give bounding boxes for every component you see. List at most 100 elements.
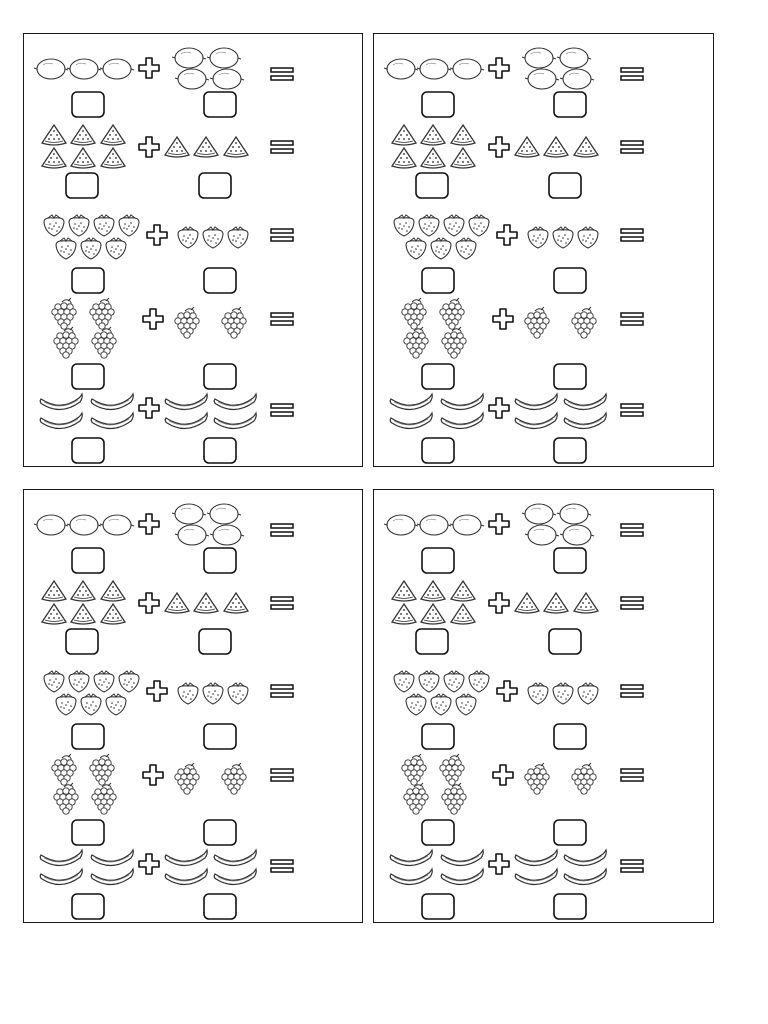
right-fruit-group bbox=[514, 848, 607, 886]
banana-icon bbox=[514, 411, 558, 430]
right-answer-box[interactable] bbox=[203, 547, 237, 574]
left-answer-box[interactable] bbox=[421, 91, 455, 118]
left-answer-box[interactable] bbox=[71, 893, 105, 920]
right-answer-box[interactable] bbox=[203, 363, 237, 390]
plus-icon bbox=[138, 592, 160, 614]
right-answer-box[interactable] bbox=[553, 267, 587, 294]
left-fruit-group bbox=[43, 670, 140, 716]
strawberry-icon bbox=[227, 682, 249, 705]
left-answer-box[interactable] bbox=[71, 363, 105, 390]
right-fruit-group bbox=[177, 226, 249, 249]
left-answer-box[interactable] bbox=[415, 172, 449, 199]
left-fruit-group bbox=[390, 579, 477, 625]
watermelon-slice-icon bbox=[449, 579, 477, 602]
equation-row-grapes bbox=[401, 297, 644, 390]
watermelon-slice-icon bbox=[419, 579, 447, 602]
banana-icon bbox=[39, 867, 83, 886]
strawberry-icon bbox=[527, 682, 549, 705]
equals-icon bbox=[620, 768, 644, 782]
watermelon-slice-icon bbox=[69, 123, 97, 146]
equation-row-strawberry bbox=[393, 670, 644, 750]
left-answer-box[interactable] bbox=[421, 893, 455, 920]
left-answer-box[interactable] bbox=[421, 363, 455, 390]
right-answer-box[interactable] bbox=[203, 723, 237, 750]
left-answer-box[interactable] bbox=[71, 91, 105, 118]
right-answer-box[interactable] bbox=[203, 893, 237, 920]
right-answer-box[interactable] bbox=[203, 437, 237, 464]
plus-icon bbox=[138, 513, 160, 535]
right-answer-box[interactable] bbox=[553, 893, 587, 920]
right-fruit-group bbox=[171, 503, 245, 546]
left-answer-box[interactable] bbox=[415, 628, 449, 655]
watermelon-slice-icon bbox=[222, 591, 250, 614]
strawberry-icon bbox=[443, 670, 465, 693]
plus-icon bbox=[146, 680, 168, 702]
plus-icon bbox=[492, 308, 514, 330]
right-fruit-group bbox=[164, 848, 257, 886]
left-answer-box[interactable] bbox=[71, 723, 105, 750]
left-fruit-group bbox=[40, 579, 127, 625]
left-answer-box[interactable] bbox=[71, 267, 105, 294]
left-answer-box[interactable] bbox=[421, 437, 455, 464]
right-answer-box[interactable] bbox=[553, 547, 587, 574]
right-answer-box[interactable] bbox=[203, 267, 237, 294]
plus-icon bbox=[142, 308, 164, 330]
right-answer-box[interactable] bbox=[203, 819, 237, 846]
grapes-icon bbox=[401, 297, 427, 330]
right-answer-box[interactable] bbox=[553, 437, 587, 464]
left-answer-box[interactable] bbox=[421, 723, 455, 750]
banana-icon bbox=[389, 867, 433, 886]
right-answer-box[interactable] bbox=[553, 819, 587, 846]
equals-icon bbox=[620, 67, 644, 81]
left-fruit-group bbox=[401, 753, 467, 815]
lemon-icon bbox=[99, 58, 135, 80]
left-answer-box[interactable] bbox=[65, 172, 99, 199]
left-answer-box[interactable] bbox=[421, 819, 455, 846]
equals-icon bbox=[270, 312, 294, 326]
left-answer-box[interactable] bbox=[71, 547, 105, 574]
equation-row-watermelon-slice bbox=[40, 123, 294, 199]
left-answer-box[interactable] bbox=[71, 437, 105, 464]
right-answer-box[interactable] bbox=[548, 628, 582, 655]
left-answer-box[interactable] bbox=[65, 628, 99, 655]
watermelon-slice-icon bbox=[542, 135, 570, 158]
right-answer-box[interactable] bbox=[553, 363, 587, 390]
left-answer-box[interactable] bbox=[421, 267, 455, 294]
right-answer-box[interactable] bbox=[203, 91, 237, 118]
right-answer-box[interactable] bbox=[198, 628, 232, 655]
left-answer-box[interactable] bbox=[421, 547, 455, 574]
strawberry-icon bbox=[55, 237, 77, 260]
equals-icon bbox=[620, 140, 644, 154]
watermelon-slice-icon bbox=[419, 146, 447, 169]
strawberry-icon bbox=[177, 682, 199, 705]
right-fruit-group bbox=[513, 135, 600, 158]
lemon-icon bbox=[66, 58, 102, 80]
banana-icon bbox=[90, 867, 134, 886]
banana-icon bbox=[440, 848, 484, 867]
equation-row-banana bbox=[39, 848, 294, 920]
equals-icon bbox=[270, 403, 294, 417]
grapes-icon bbox=[221, 762, 247, 795]
plus-icon bbox=[488, 397, 510, 419]
card-top-left bbox=[23, 33, 363, 467]
watermelon-slice-icon bbox=[449, 146, 477, 169]
strawberry-icon bbox=[552, 226, 574, 249]
equation-row-lemon bbox=[33, 503, 294, 574]
right-answer-box[interactable] bbox=[548, 172, 582, 199]
equation-row-lemon bbox=[383, 47, 644, 118]
strawberry-icon bbox=[418, 670, 440, 693]
right-answer-box[interactable] bbox=[553, 723, 587, 750]
banana-icon bbox=[213, 411, 257, 430]
grapes-icon bbox=[403, 326, 429, 359]
right-answer-box[interactable] bbox=[198, 172, 232, 199]
banana-icon bbox=[164, 848, 208, 867]
banana-icon bbox=[389, 392, 433, 411]
watermelon-slice-icon bbox=[40, 123, 68, 146]
watermelon-slice-icon bbox=[69, 579, 97, 602]
card-canvas bbox=[33, 503, 294, 920]
watermelon-slice-icon bbox=[390, 123, 418, 146]
right-fruit-group bbox=[177, 682, 249, 705]
right-answer-box[interactable] bbox=[553, 91, 587, 118]
equals-icon bbox=[270, 523, 294, 537]
left-answer-box[interactable] bbox=[71, 819, 105, 846]
